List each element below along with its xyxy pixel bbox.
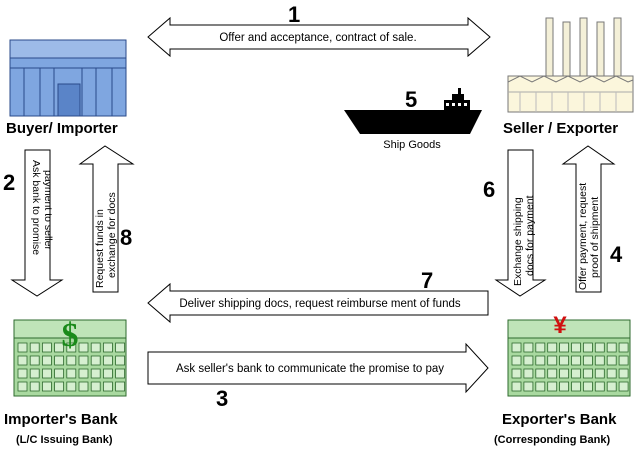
step-7-label: Deliver shipping docs, request reimburse… bbox=[179, 298, 461, 310]
step-4-label-line2: proof of shipment bbox=[589, 197, 601, 278]
step-2-arrow: Ask bank to promise payment to seller bbox=[10, 149, 64, 297]
step-6-number: 6 bbox=[483, 177, 495, 202]
step-2-label-line1: Ask bank to promise bbox=[30, 160, 42, 255]
exporter-bank-building-icon bbox=[507, 319, 631, 397]
seller-factory-icon bbox=[507, 17, 634, 113]
step-1-number: 1 bbox=[288, 2, 300, 27]
step-6-arrow: Exchange shipping docs for payment bbox=[494, 149, 547, 297]
step-3-arrow: Ask seller's bank to communicate the pro… bbox=[147, 342, 489, 394]
exporter-bank-sublabel: (Corresponding Bank) bbox=[494, 434, 610, 446]
ship-icon bbox=[344, 88, 482, 134]
step-4-number: 4 bbox=[610, 242, 623, 267]
step-8-arrow: Request funds in exchange for docs bbox=[78, 145, 135, 293]
step-2-number: 2 bbox=[3, 170, 15, 195]
seller-label: Seller / Exporter bbox=[503, 120, 618, 137]
step-6-label-line2: docs for payment bbox=[524, 195, 536, 276]
step-4-label-line1: Offer payment, request bbox=[577, 183, 589, 290]
step-7-number: 7 bbox=[421, 268, 433, 293]
yen-icon: ¥ bbox=[553, 312, 567, 339]
step-8-label-line1: Request funds in bbox=[94, 209, 106, 288]
importer-bank-building-icon bbox=[13, 319, 127, 397]
step-2-label-line2: payment to seller bbox=[42, 170, 54, 250]
step-1-label: Offer and acceptance, contract of sale. bbox=[219, 32, 416, 44]
step-8-number: 8 bbox=[120, 225, 132, 250]
step-8-label-line2: exchange for docs bbox=[106, 192, 118, 278]
exporter-bank-label: Exporter's Bank bbox=[502, 411, 617, 428]
step-6-label-line1: Exchange shipping bbox=[512, 197, 524, 286]
dollar-icon: $ bbox=[62, 317, 79, 354]
step-1-arrow: Offer and acceptance, contract of sale. bbox=[147, 16, 491, 58]
importer-bank-sublabel: (L/C Issuing Bank) bbox=[16, 434, 113, 446]
step-5-label: Ship Goods bbox=[383, 139, 441, 151]
step-7-arrow: Deliver shipping docs, request reimburse… bbox=[147, 282, 489, 324]
step-3-label: Ask seller's bank to communicate the pro… bbox=[176, 363, 444, 375]
buyer-label: Buyer/ Importer bbox=[6, 120, 118, 137]
step-4-arrow: Offer payment, request proof of shipment bbox=[561, 145, 616, 293]
buyer-building-icon bbox=[9, 39, 127, 117]
step-3-number: 3 bbox=[216, 386, 228, 411]
importer-bank-label: Importer's Bank bbox=[4, 411, 118, 428]
step-5-number: 5 bbox=[405, 87, 417, 112]
